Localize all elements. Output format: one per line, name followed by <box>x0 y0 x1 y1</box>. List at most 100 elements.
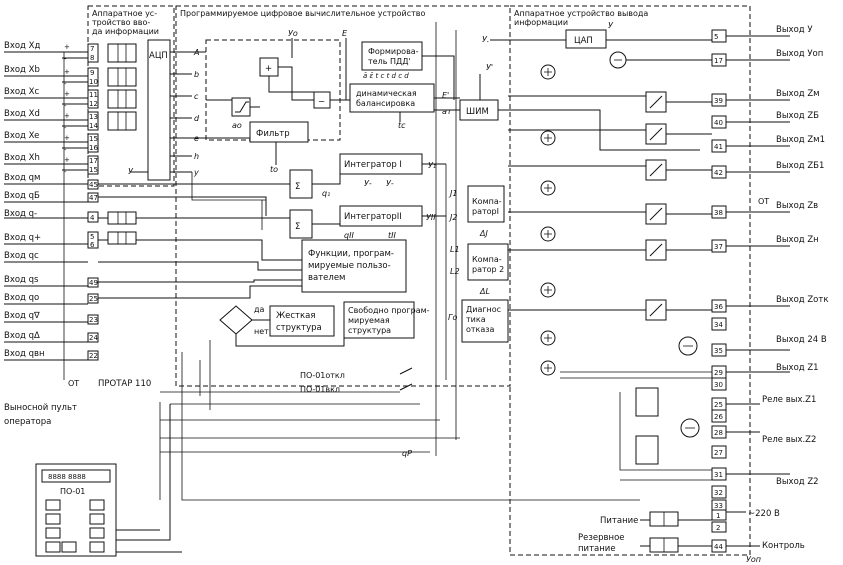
rigid-structure-block <box>269 305 335 337</box>
panel-key[interactable] <box>89 513 105 525</box>
svg-text:−: − <box>318 97 325 107</box>
input-row: Вход qo 25 <box>4 293 99 305</box>
y-prime-label: У' <box>486 63 493 72</box>
svg-text:-: - <box>64 55 67 63</box>
pdd-former-block <box>361 41 423 71</box>
input-list: Вход Xд +- 78 Вход Xb +- 910 Вход Xc +- … <box>4 41 99 388</box>
svg-text:26: 26 <box>714 413 723 421</box>
pcu-region <box>175 5 511 387</box>
dyn-bal-label-2: балансировка <box>356 99 415 108</box>
decision-no: нет <box>254 327 269 336</box>
panel-key[interactable] <box>89 527 105 539</box>
l1-label: L1 <box>450 245 460 254</box>
svg-text:28: 28 <box>714 429 723 437</box>
svg-text:31: 31 <box>714 471 723 479</box>
input-row: Вход qΔ 24 <box>4 331 99 343</box>
panel-key[interactable] <box>45 527 61 539</box>
svg-text:9: 9 <box>90 69 94 77</box>
svg-text:+: + <box>64 156 70 164</box>
output-label: Выход Zм <box>776 89 820 99</box>
ao-label: ао <box>232 121 242 130</box>
output-label: Выход Zотк <box>776 295 828 305</box>
panel-key[interactable] <box>45 513 61 525</box>
panel-key[interactable] <box>89 499 105 511</box>
svg-text:+: + <box>265 64 272 74</box>
limiter-block <box>231 97 251 117</box>
adc-block <box>147 39 171 181</box>
diag-label-2: тика <box>466 315 486 324</box>
svg-text:h: h <box>194 152 199 161</box>
svg-text:-: - <box>64 124 67 132</box>
input-row: Вход q- 4 <box>4 209 99 223</box>
dynamic-balancing-block <box>349 83 435 113</box>
svg-text:45: 45 <box>89 181 98 189</box>
svg-text:5: 5 <box>714 33 718 41</box>
svg-text:2: 2 <box>716 524 720 532</box>
input-label: Вход qвн <box>4 349 45 359</box>
panel-key[interactable] <box>45 541 61 553</box>
svg-text:34: 34 <box>714 321 723 329</box>
comparator2-block <box>467 243 509 281</box>
output-device-title-2: информации <box>514 18 568 27</box>
panel-display-text: 8888 8888 <box>48 473 86 481</box>
svg-text:40: 40 <box>714 119 723 127</box>
svg-text:49: 49 <box>89 279 98 287</box>
sum-block-1 <box>289 169 313 199</box>
control-label: Контроль <box>762 541 805 551</box>
svg-text:35: 35 <box>714 347 723 355</box>
output-label: Выход Уоп <box>776 49 823 59</box>
input-label: Вход qo <box>4 293 39 303</box>
pdd-former-label-2: тель ПДД' <box>368 57 411 66</box>
svg-text:47: 47 <box>89 194 98 202</box>
input-label: Вход Xc <box>4 87 39 97</box>
reserve-label-2: питание <box>578 544 616 554</box>
input-row: Вход qБ 47 <box>4 191 99 203</box>
svg-text:+: + <box>64 43 70 51</box>
y-minus-label: У- <box>364 179 372 188</box>
panel-key[interactable] <box>89 541 105 553</box>
output-label: Выход ZБ1 <box>776 161 824 171</box>
output-label: Выход Zв <box>776 201 818 211</box>
output-label: Выход 24 В <box>776 335 827 345</box>
cmp1-label-2: раторI <box>472 207 499 216</box>
pwm-label: ШИМ <box>466 107 489 117</box>
qp-label: qP <box>402 449 412 458</box>
output-label: Выход Z2 <box>776 477 819 487</box>
svg-text:12: 12 <box>89 100 98 108</box>
tc-label: tс <box>398 121 406 130</box>
svg-text:d: d <box>194 114 200 123</box>
svg-text:7: 7 <box>90 45 94 53</box>
led-column <box>540 64 556 376</box>
svg-text:-: - <box>64 102 67 110</box>
svg-text:25: 25 <box>714 401 723 409</box>
input-row: Вход Xb +- 910 <box>4 65 99 88</box>
dl-label: ΔL <box>479 287 490 296</box>
diagnostics-block <box>461 299 509 343</box>
input-label: Вход Xd <box>4 109 40 119</box>
free-label-1: Свободно програм- <box>348 306 430 315</box>
panel-key[interactable] <box>45 499 61 511</box>
input-label: Вход Xe <box>4 131 39 141</box>
cmp2-label-1: Компа- <box>472 255 502 264</box>
output-label: Выход Zм1 <box>776 135 825 145</box>
free-structure-block <box>343 301 415 339</box>
svg-text:17: 17 <box>89 157 98 165</box>
svg-text:24: 24 <box>89 334 98 342</box>
svg-text:1: 1 <box>716 512 720 520</box>
input-row: Вход qм 45 <box>4 173 99 190</box>
e-prime-label: E' <box>442 91 449 100</box>
output-device-title-1: Аппаратное устройство вывода <box>514 9 648 18</box>
output-label: Реле вых.Z1 <box>762 395 816 405</box>
y-sub-label: У. <box>482 35 489 44</box>
j1-label: J1 <box>448 189 457 198</box>
l2-label: L2 <box>450 267 460 276</box>
filter-label: Фильтр <box>256 129 290 139</box>
po-on-label: ПО-01вкл <box>300 385 340 394</box>
y1-label: У₁ <box>428 161 436 170</box>
panel-key[interactable] <box>61 541 77 553</box>
svg-text:5: 5 <box>90 233 94 241</box>
